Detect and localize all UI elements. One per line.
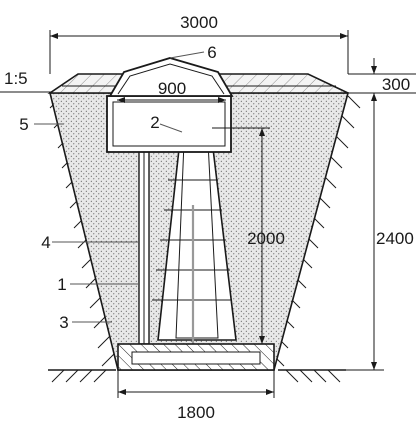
callout-label-5: 5	[19, 115, 28, 134]
soil-hatching	[49, 95, 361, 383]
left-soil-hatch	[49, 95, 115, 383]
dim-label-cover-width: 900	[158, 79, 186, 98]
callout-4: 4	[41, 233, 138, 252]
dim-label-base-width: 1800	[177, 403, 215, 422]
callout-label-3: 3	[59, 313, 68, 332]
base-slab-recess	[131, 351, 261, 365]
dimension-base-width: 1800	[117, 370, 275, 422]
top-housing-inner	[112, 101, 226, 147]
callout-label-1: 1	[57, 275, 66, 294]
callout-5: 5	[19, 115, 64, 134]
callout-2: 2	[150, 113, 183, 133]
dim-label-total-height: 2400	[376, 229, 414, 248]
callout-label-4: 4	[41, 233, 50, 252]
callout-1: 1	[57, 275, 139, 294]
callout-3: 3	[59, 313, 112, 332]
slope-label-group: 1:5	[0, 69, 52, 93]
dim-label-top-height: 300	[382, 75, 410, 94]
dim-label-top-width: 3000	[180, 13, 218, 32]
dimension-total-height: 2400	[346, 93, 414, 371]
dimension-top-width: 3000	[49, 13, 349, 74]
dome-roof	[108, 57, 234, 97]
callout-label-6: 6	[207, 43, 216, 62]
dimension-top-height: 300	[348, 58, 416, 94]
dome-roof-inner	[117, 63, 225, 95]
callout-6: 6	[169, 43, 217, 62]
dimension-core-height: 2000	[212, 127, 285, 345]
callout-label-2: 2	[150, 113, 159, 132]
dim-label-core-height: 2000	[247, 229, 285, 248]
dimension-cover-width: 900	[117, 79, 226, 103]
slope-label: 1:5	[4, 69, 28, 88]
